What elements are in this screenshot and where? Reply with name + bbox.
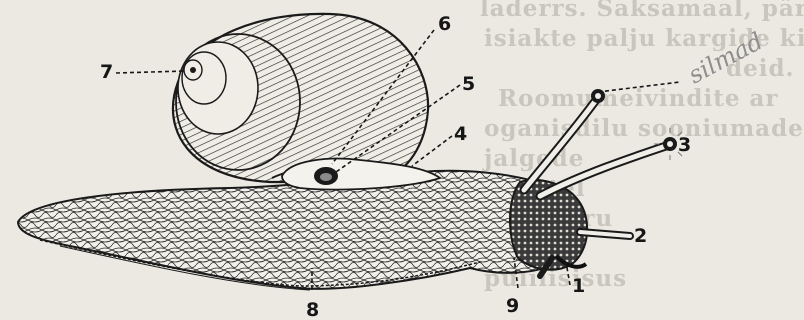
label-6: 6 — [438, 13, 451, 35]
label-3: 3 — [678, 134, 691, 156]
bg-text-line: laderrs. Saksamaal, pärlis — [480, 0, 804, 22]
label-2: 2 — [634, 225, 647, 247]
snail-shell — [173, 14, 428, 182]
label-1: 1 — [572, 275, 585, 297]
bg-text-line: oganisdilu sooniumadele — [484, 115, 804, 142]
label-4: 4 — [454, 123, 467, 145]
bg-text-line: jalgede — [482, 145, 584, 172]
label-8: 8 — [306, 299, 319, 320]
label-7: 7 — [100, 61, 113, 83]
snail-body — [18, 171, 572, 290]
bg-text-line: Roomumeivindite ar — [498, 85, 779, 112]
label-9: 9 — [506, 295, 519, 317]
label-5: 5 — [462, 73, 475, 95]
